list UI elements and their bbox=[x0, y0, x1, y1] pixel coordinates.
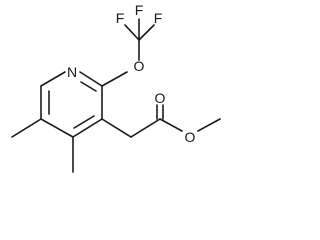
bond-c4-c5 bbox=[40, 118, 74, 138]
bond-c5-methyl bbox=[11, 118, 42, 138]
structure-diagram: N O F F F O O bbox=[11, 2, 221, 173]
bond-n1-c2 bbox=[79, 71, 103, 87]
bond-ch2-carbonyl-c bbox=[130, 118, 161, 138]
atom-label-o-ester: O bbox=[185, 129, 196, 145]
bond-c2-o bbox=[101, 71, 128, 87]
bond-n1-c2-inner bbox=[80, 81, 97, 92]
atom-labels: N O F F F O O bbox=[67, 2, 196, 145]
bond-cf3-f-right bbox=[138, 24, 155, 41]
atom-label-o-carbonyl: O bbox=[155, 90, 166, 106]
atom-label-f-left: F bbox=[116, 10, 125, 26]
atom-label-n1: N bbox=[67, 64, 77, 80]
bond-o-methyl bbox=[197, 118, 221, 132]
bond-c3-ch2 bbox=[101, 118, 132, 138]
bond-c3-c4-inner bbox=[73, 115, 95, 129]
bond-c3-c4 bbox=[72, 118, 103, 138]
bond-c6-n1 bbox=[40, 71, 66, 87]
atom-label-o-ether: O bbox=[134, 58, 145, 74]
bond-cf3-f-left bbox=[124, 24, 140, 41]
atom-label-f-right: F bbox=[154, 10, 163, 26]
bond-c-o-ester bbox=[159, 118, 183, 132]
bonds bbox=[11, 18, 221, 173]
atom-label-f-middle: F bbox=[135, 2, 144, 18]
